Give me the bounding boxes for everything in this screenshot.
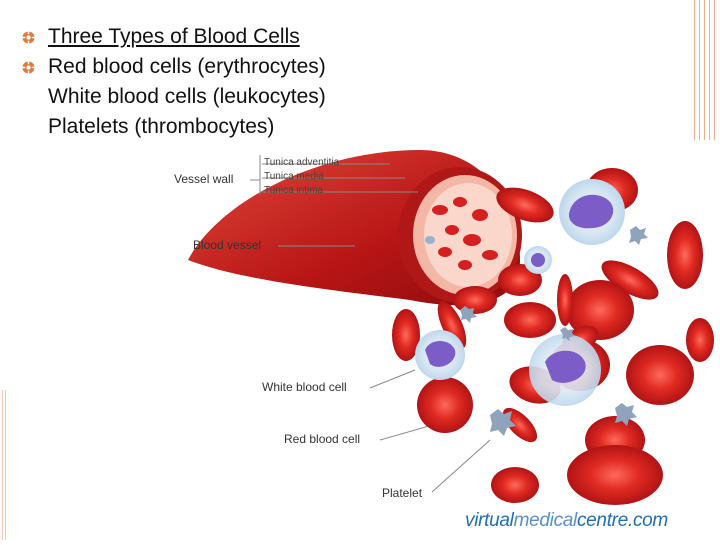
bullet-list: Three Types of Blood Cells Red blood cel… bbox=[22, 22, 326, 142]
label-white-blood-cell: White blood cell bbox=[262, 380, 347, 394]
slide-title: Three Types of Blood Cells bbox=[48, 25, 300, 48]
watermark-logo: virtualmedicalcentre.com bbox=[465, 510, 668, 532]
slide-frame-decoration bbox=[690, 0, 720, 140]
label-red-blood-cell: Red blood cell bbox=[284, 432, 361, 446]
watermark-part-1: virtual bbox=[465, 510, 514, 531]
bullet-icon bbox=[22, 61, 35, 74]
label-blood-vessel: Blood vessel bbox=[193, 238, 262, 252]
bullet-icon bbox=[22, 31, 35, 44]
bullet-item: Red blood cells (erythrocytes) bbox=[22, 52, 326, 82]
bullet-text-platelets: Platelets (thrombocytes) bbox=[48, 115, 275, 138]
bullet-text-rbc: Red blood cells (erythrocytes) bbox=[48, 55, 326, 78]
bullet-text-wbc: White blood cells (leukocytes) bbox=[48, 85, 326, 108]
label-tunica-intima: Tunica intima bbox=[264, 185, 324, 196]
blood-illustration-svg bbox=[188, 150, 714, 505]
watermark-part-3: centre.com bbox=[576, 510, 668, 531]
label-vessel-wall: Vessel wall bbox=[174, 172, 234, 186]
label-tunica-adventitia: Tunica adventitia bbox=[264, 157, 340, 168]
watermark-part-2: medical bbox=[513, 510, 578, 531]
blood-cells-illustration: Vessel wall Tunica adventitia Tunica med… bbox=[160, 140, 720, 540]
bullet-title: Three Types of Blood Cells bbox=[22, 22, 326, 52]
slide-frame-decoration-left bbox=[0, 390, 8, 540]
label-tunica-media: Tunica media bbox=[264, 171, 324, 182]
label-platelet: Platelet bbox=[382, 486, 423, 500]
